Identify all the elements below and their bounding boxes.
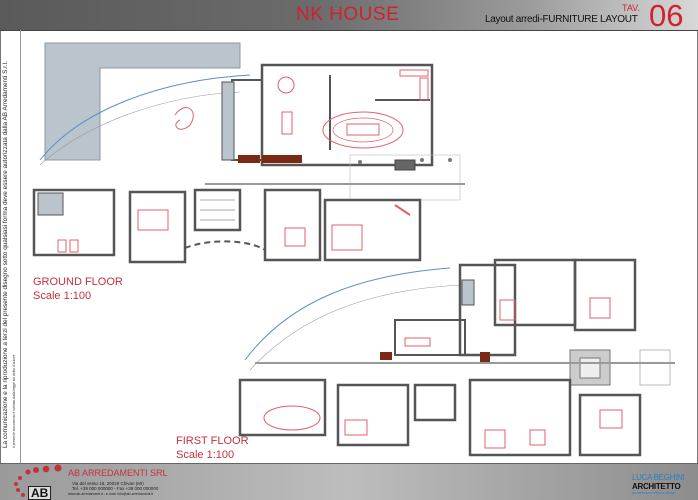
terrace-hatch [44, 42, 241, 161]
address-line: Via del vento 16, 20020 Chivari (MI) [72, 481, 144, 486]
first-floor-label: FIRST FLOOR Scale 1:100 [176, 434, 249, 462]
sofa [137, 209, 169, 231]
bed [284, 227, 306, 247]
project-title: NK HOUSE [296, 4, 400, 25]
footer-bar: AB AB ARREDAMENTI SRL Via del vento 16, … [0, 463, 698, 500]
sheet-subtitle: Layout arredi-FURNITURE LAYOUT [485, 14, 638, 25]
architect-title: ARCHITETTO [632, 482, 681, 491]
tav-number: 06 [649, 0, 684, 33]
title-bar: NK HOUSE Layout arredi-FURNITURE LAYOUT … [0, 0, 698, 33]
tav-label: TAV. [622, 3, 640, 13]
curved-facade [39, 74, 251, 161]
company-address: Via del vento 16, 20020 Chivari (MI) Tel… [72, 481, 158, 491]
ground-floor-scale: Scale 1:100 [33, 290, 92, 302]
architect-tagline: architettura e interior design [632, 491, 676, 495]
living-wing-walls [260, 63, 434, 167]
first-floor-scale: Scale 1:100 [176, 449, 235, 461]
ab-logo: AB [28, 486, 52, 500]
first-floor-plan [238, 258, 675, 457]
round-table [277, 76, 295, 94]
oval-table [322, 111, 404, 149]
copyright-strip [0, 30, 21, 463]
staircase [193, 188, 242, 232]
ground-floor-title: GROUND FLOOR [33, 276, 123, 288]
phone-line: Tel. +39 000 000000 - Fax +39 000 000000 [72, 486, 159, 491]
first-floor-title: FIRST FLOOR [176, 435, 249, 447]
sculpture [174, 107, 194, 130]
ground-floor-label: GROUND FLOOR Scale 1:100 [33, 275, 123, 303]
ab-logo-dots-icon [14, 464, 62, 497]
ground-floor-plan [32, 42, 465, 264]
company-web: www.ab-arredamenti.it - e-mail: info@ab-… [68, 492, 154, 496]
company-name: AB ARREDAMENTI SRL [68, 468, 168, 478]
architect-name: LUCA BEGHINI [632, 473, 685, 482]
